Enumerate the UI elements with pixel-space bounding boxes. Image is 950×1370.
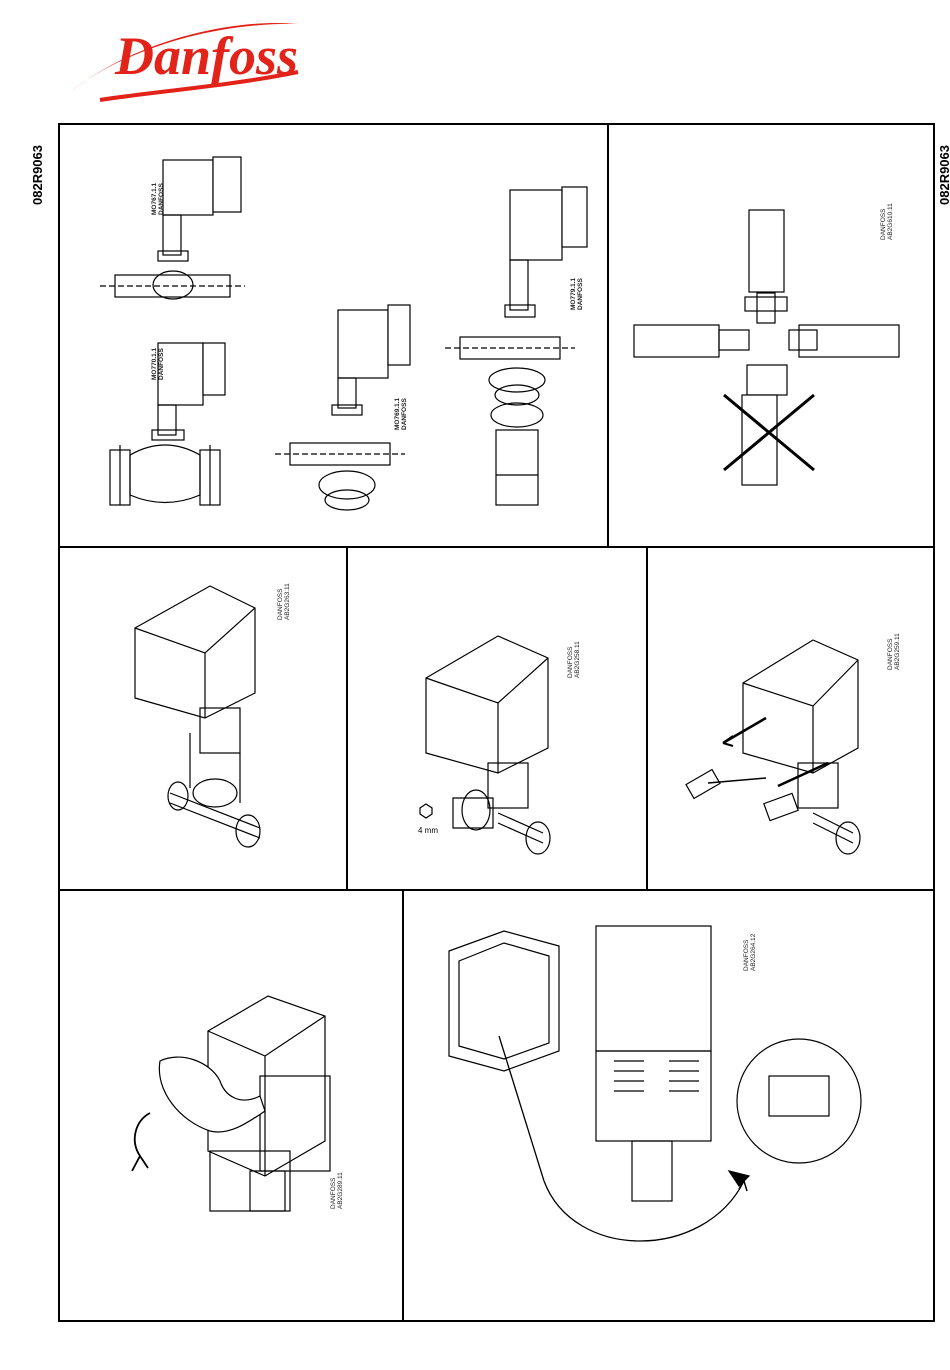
doc-code-left: 082R9063 [30, 145, 45, 205]
internals-illustration [448, 925, 862, 1242]
divider [59, 546, 934, 548]
hex-key-illustration [419, 635, 551, 855]
divider [402, 890, 404, 1321]
divider [607, 124, 609, 547]
logo-swoosh [70, 22, 298, 92]
instruction-frame [58, 123, 935, 1322]
actuator-mo767 [100, 156, 245, 300]
divider [646, 547, 648, 890]
remove-cover-illustration [131, 995, 331, 1212]
valve-variants-illustration [100, 156, 588, 511]
orientation-illustration [633, 209, 900, 486]
actuator-mo770 [109, 342, 226, 506]
actuator-mo769 [275, 304, 411, 511]
doc-code-right: 082R9063 [937, 145, 950, 205]
screwdriver-illustration [685, 639, 861, 855]
hex-size-label: 4 mm [418, 826, 438, 835]
divider [59, 889, 934, 891]
mount-illustration [134, 585, 261, 848]
actuator-mo779 [445, 186, 588, 506]
divider [346, 547, 348, 890]
danfoss-logo: Danfoss [70, 22, 299, 102]
